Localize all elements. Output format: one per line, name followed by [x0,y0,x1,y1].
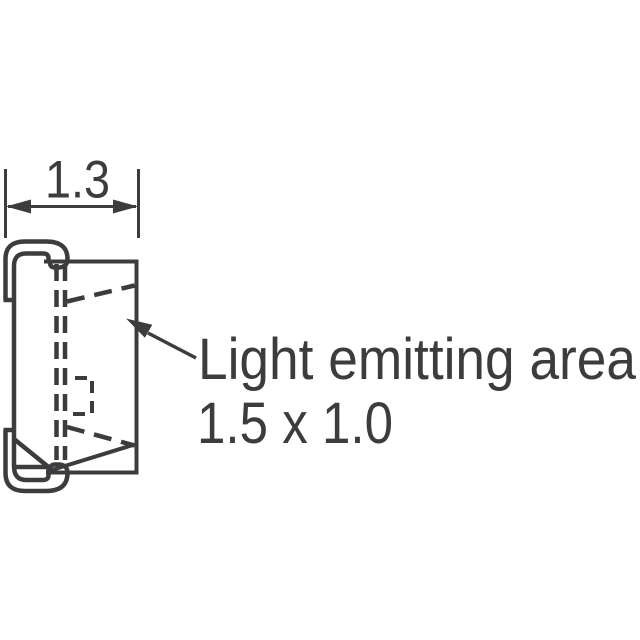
callout-text-line1: Light emitting area [198,327,637,392]
package-body-outline [44,259,139,475]
lead-tip-fold-triangle [12,437,50,470]
callout-leader-line [147,331,197,360]
callout-text-line2: 1.5 x 1.0 [197,391,393,456]
reflector-hidden-edge-top-diagonal [66,283,136,304]
callout-light-emitting-area: Light emitting area 1.5 x 1.0 [126,318,637,456]
dimension-value: 1.3 [45,151,110,210]
bottom-lead-clip-outer [3,430,70,494]
dimension-1-3: 1.3 [4,151,140,238]
lead-frame [3,239,70,494]
led-chip-hidden-outline [73,376,94,416]
lead-inner-surface [11,251,51,483]
dimension-arrow-left-icon [6,199,31,214]
package-bottom-bevel-line [46,442,136,474]
top-lead-clip-outer [3,239,70,300]
callout-arrowhead-icon [126,318,153,338]
reflector-hidden-edge-bottom-diagonal [66,424,136,448]
dimension-arrow-right-icon [113,199,138,214]
hidden-lines [54,264,136,460]
